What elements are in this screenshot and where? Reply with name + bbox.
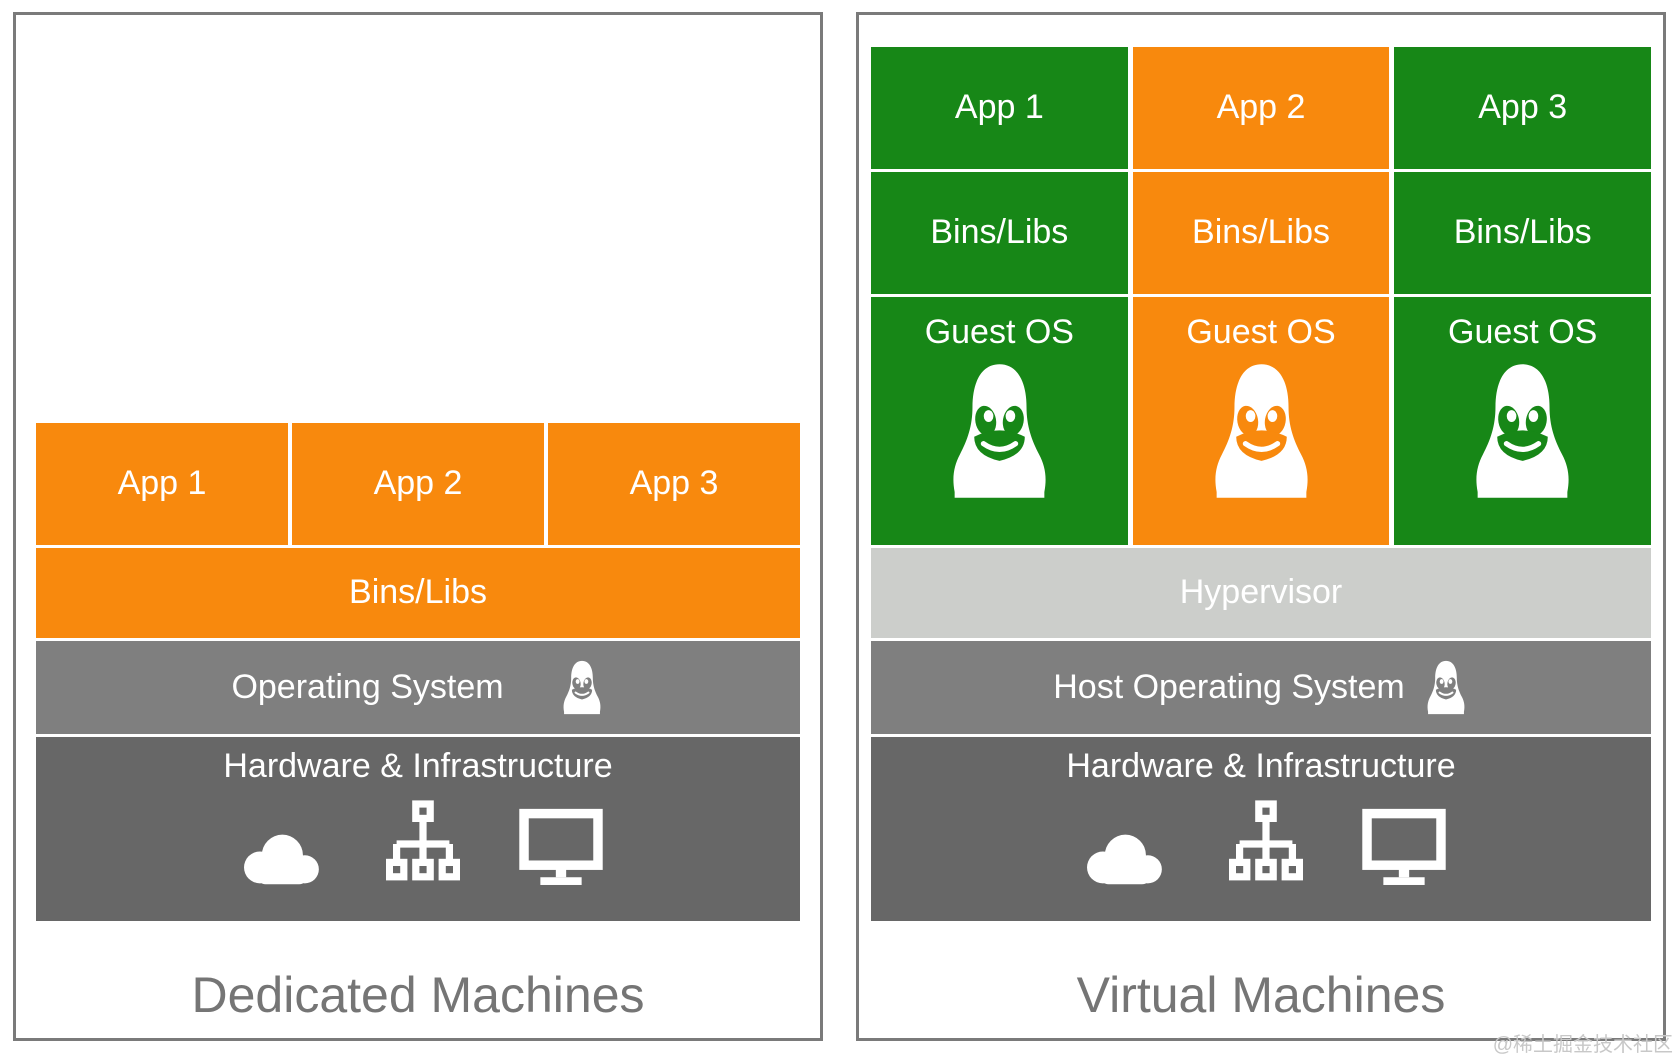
bins-libs-box: Bins/Libs — [1132, 172, 1390, 294]
dedicated-machines-panel: App 1 App 2 App 3 Bins/Libs Operating Sy… — [13, 12, 823, 1041]
bins-libs-box: Bins/Libs — [36, 548, 800, 638]
monitor-icon — [518, 808, 604, 888]
operating-system-box: Operating System — [36, 641, 800, 734]
guest-os-box: Guest OS — [1394, 297, 1652, 545]
guest-os-label: Guest OS — [924, 313, 1074, 351]
host-operating-system-box: Host Operating System — [871, 641, 1651, 734]
hypervisor-box: Hypervisor — [871, 548, 1651, 638]
hardware-icons — [233, 800, 604, 888]
guest-os-box: Guest OS — [1132, 297, 1390, 545]
watermark: @稀土掘金技术社区 — [1492, 1034, 1673, 1056]
dedicated-stack: App 1 App 2 App 3 Bins/Libs Operating Sy… — [36, 423, 800, 921]
tux-icon — [942, 360, 1057, 502]
hardware-box: Hardware & Infrastructure — [36, 737, 800, 921]
vm-column-1: App 1 Bins/Libs Guest OS — [871, 47, 1128, 545]
app-box: App 1 — [36, 423, 288, 545]
app-box: App 3 — [1394, 47, 1652, 169]
panel-title-virtual: Virtual Machines — [1076, 967, 1446, 1023]
guest-os-label: Guest OS — [1448, 313, 1598, 351]
tux-icon — [1204, 360, 1319, 502]
virtual-machines-panel: App 1 Bins/Libs Guest OS App 2 Bins/Libs… — [856, 12, 1666, 1041]
guest-os-box: Guest OS — [871, 297, 1128, 545]
panel-title-dedicated: Dedicated Machines — [191, 967, 645, 1023]
host-operating-system-label: Host Operating System — [1053, 667, 1405, 706]
cloud-icon — [1076, 830, 1171, 888]
app-box: App 2 — [292, 423, 544, 545]
app-box: App 2 — [1132, 47, 1390, 169]
bins-libs-box: Bins/Libs — [871, 172, 1128, 294]
network-icon — [1228, 800, 1303, 888]
vm-column-2: App 2 Bins/Libs Guest OS — [1132, 47, 1390, 545]
app-box: App 3 — [548, 423, 800, 545]
cloud-icon — [233, 830, 328, 888]
tux-icon — [1465, 360, 1580, 502]
vm-columns: App 1 Bins/Libs Guest OS App 2 Bins/Libs… — [871, 47, 1652, 545]
hardware-label: Hardware & Infrastructure — [223, 747, 613, 785]
tux-icon — [1423, 659, 1469, 716]
bins-libs-box: Bins/Libs — [1394, 172, 1652, 294]
dedicated-apps-row: App 1 App 2 App 3 — [36, 423, 800, 545]
hardware-label: Hardware & Infrastructure — [1066, 747, 1456, 785]
guest-os-label: Guest OS — [1186, 313, 1336, 351]
monitor-icon — [1361, 808, 1447, 888]
virtual-stack: App 1 Bins/Libs Guest OS App 2 Bins/Libs… — [871, 47, 1652, 921]
hardware-icons — [1076, 800, 1447, 888]
app-box: App 1 — [871, 47, 1128, 169]
operating-system-label: Operating System — [231, 667, 504, 706]
tux-icon — [559, 659, 605, 716]
hardware-box: Hardware & Infrastructure — [871, 737, 1651, 921]
vm-column-3: App 3 Bins/Libs Guest OS — [1394, 47, 1652, 545]
network-icon — [385, 800, 460, 888]
